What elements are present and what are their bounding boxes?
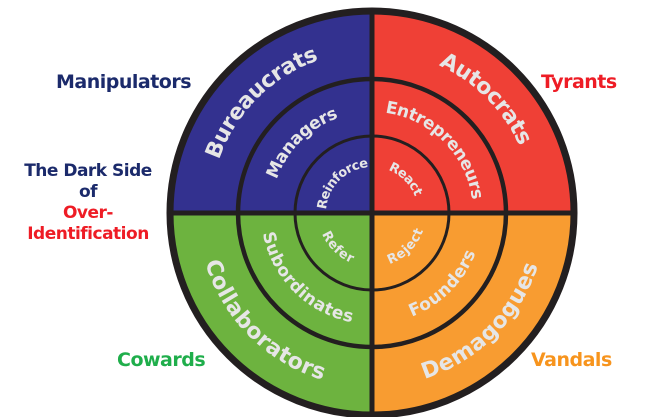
diagram-title: The Dark Side of Over- Identification [0, 161, 176, 245]
sector-top-left [170, 11, 372, 213]
sector-top-right [372, 11, 574, 213]
title-line-4: Identification [27, 224, 149, 244]
title-line-1: The Dark Side [24, 161, 152, 181]
wheel-outlines [166, 7, 578, 417]
sector-bottom-right [372, 213, 574, 415]
title-line-3: Over- [62, 203, 114, 223]
label-cowards: Cowards [117, 349, 206, 371]
label-tyrants: Tyrants [541, 71, 617, 93]
wheel-sectors [170, 11, 574, 415]
label-vandals: Vandals [531, 349, 612, 371]
sector-bottom-left [170, 213, 372, 415]
label-manipulators: Manipulators [56, 71, 192, 93]
title-line-2: of [78, 182, 98, 202]
